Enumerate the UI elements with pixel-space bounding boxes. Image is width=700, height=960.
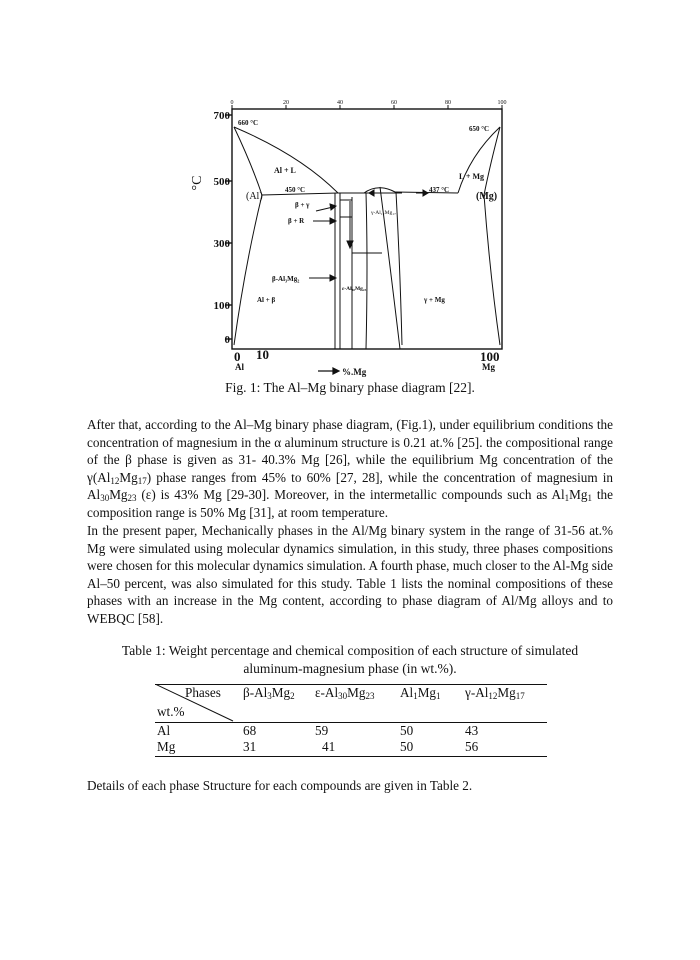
x-end-value: 100 xyxy=(480,349,500,364)
label-gamma-phase: γ-Al₁₂Mg₁₇ xyxy=(370,210,396,216)
top-tick-0: 0 xyxy=(231,100,234,106)
top-axis-ticks xyxy=(231,105,503,109)
table-cell: 43 xyxy=(465,723,479,738)
y-axis-label: °C xyxy=(190,176,205,191)
table-cell: 50 xyxy=(400,723,414,738)
table-header-al1mg1: Al1Mg1 xyxy=(400,685,441,701)
label-beta-r: β + R xyxy=(288,217,305,225)
paragraph-present-paper: In the present paper, Mechanically phase… xyxy=(87,523,613,626)
label-al-beta: Al + β xyxy=(257,296,275,304)
table-top-rule xyxy=(155,684,547,685)
top-tick-80: 80 xyxy=(445,100,451,106)
y-tick-100: 100 xyxy=(214,300,231,312)
table-cell: 50 xyxy=(400,739,414,754)
x-minor-value: 10 xyxy=(256,347,269,362)
diagram-arrows xyxy=(309,189,429,282)
label-660c: 660 °C xyxy=(238,119,258,127)
table-cell: 41 xyxy=(322,739,336,754)
table-corner-phases: Phases xyxy=(185,685,221,700)
paragraph-details: Details of each phase Structure for each… xyxy=(87,778,473,793)
table-bottom-rule xyxy=(155,756,547,757)
table-cell: 56 xyxy=(465,739,479,754)
table-cell: 68 xyxy=(243,723,257,738)
table-corner-diagonal xyxy=(155,684,234,722)
y-tick-0: 0 xyxy=(225,334,231,346)
label-beta-gamma: β + γ xyxy=(295,201,310,209)
paragraph-equilibrium: After that, according to the Al–Mg binar… xyxy=(87,417,613,520)
x-start-element: Al xyxy=(235,362,244,372)
table-row-label-mg: Mg xyxy=(157,739,176,754)
label-mg-phase: (Mg) xyxy=(476,191,497,202)
x-start-value: 0 xyxy=(234,349,241,364)
x-axis-label: %.Mg xyxy=(342,367,367,377)
y-tick-300: 300 xyxy=(214,238,231,250)
label-437c: 437 °C xyxy=(429,186,449,194)
label-al-phase: (Al) xyxy=(246,191,263,202)
y-tick-500: 500 xyxy=(214,176,231,188)
y-tick-700: 700 xyxy=(214,110,231,122)
table-header-gamma: γ-Al12Mg17 xyxy=(465,685,525,701)
x-axis-arrow xyxy=(318,367,341,375)
top-tick-100: 100 xyxy=(498,100,507,106)
table-header-epsilon: ε-Al30Mg23 xyxy=(315,685,375,701)
label-650c: 650 °C xyxy=(469,125,489,133)
diagram-frame xyxy=(231,108,503,350)
table-corner-wt: wt.% xyxy=(157,704,185,719)
top-tick-40: 40 xyxy=(337,100,343,106)
table-mid-rule xyxy=(155,722,547,723)
label-epsilon-phase: ε-Al₃₀Mg₂₃ xyxy=(342,286,367,292)
top-tick-20: 20 xyxy=(283,100,289,106)
label-450c: 450 °C xyxy=(285,186,305,194)
table-header-beta: β-Al3Mg2 xyxy=(243,685,295,701)
label-l-mg: L + Mg xyxy=(459,172,484,181)
x-end-element: Mg xyxy=(482,362,495,372)
al-mg-phase-diagram: 0 20 40 60 80 100 700 500 300 100 0 °C xyxy=(190,100,507,377)
label-gamma-mg: γ + Mg xyxy=(423,296,445,304)
figure-caption: Fig. 1: The Al–Mg binary phase diagram [… xyxy=(225,380,475,395)
table-row-label-al: Al xyxy=(157,723,171,738)
label-beta-al3mg2: β-Al₃Mg₂ xyxy=(272,275,299,283)
table-cell: 31 xyxy=(243,739,257,754)
table-cell: 59 xyxy=(315,723,329,738)
table-caption: Table 1: Weight percentage and chemical … xyxy=(121,643,579,676)
top-tick-60: 60 xyxy=(391,100,397,106)
y-axis-ticks xyxy=(226,114,232,340)
phase-boundaries xyxy=(233,126,501,350)
label-al-l: Al + L xyxy=(274,166,296,175)
